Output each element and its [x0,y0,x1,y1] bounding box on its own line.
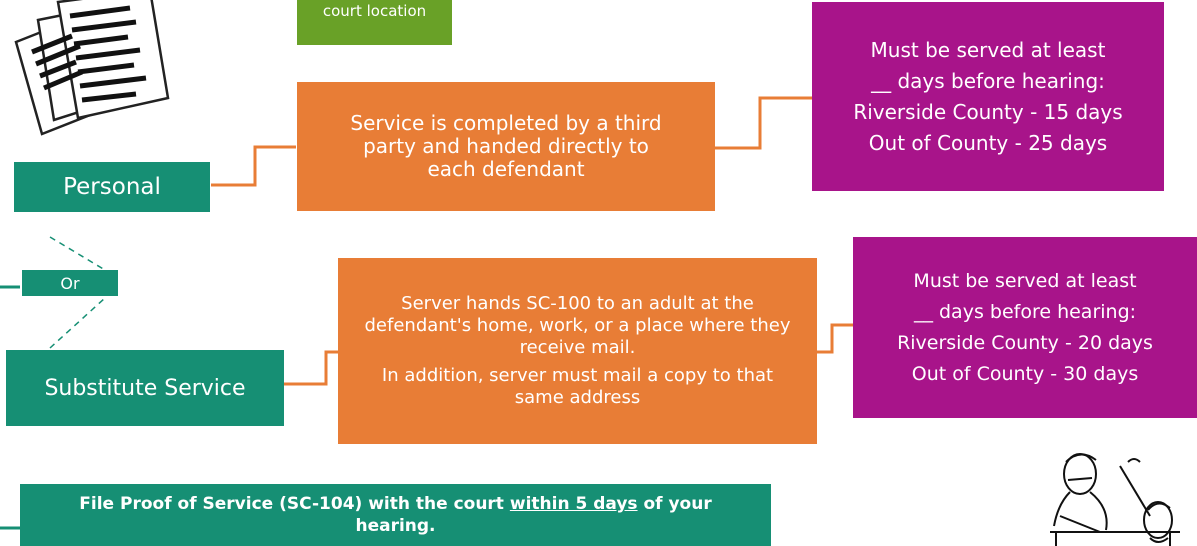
substitute-service-text-2: In addition, server must mail a copy to … [381,365,774,408]
or-label: Or [60,273,80,293]
proof-of-service-box: File Proof of Service (SC-104) with the … [20,484,771,546]
personal-deadline-line-3: Riverside County - 15 days [853,99,1123,124]
court-location-text: court location [322,2,427,20]
substitute-service-label: Substitute Service [44,375,246,401]
court-location-box: court location [297,0,452,45]
substitute-service-description-box: Server hands SC-100 to an adult at the d… [338,258,817,444]
personal-service-box: Service is completed by a third party an… [297,82,715,211]
proof-text-underlined: within 5 days [509,494,638,514]
substitute-deadline-line-1: Must be served at least [913,269,1137,292]
personal-deadline-box: Must be served at least __ days before h… [812,2,1164,191]
proof-text-after: of your hearing. [355,494,712,536]
substitute-service-text-1: Server hands SC-100 to an adult at the d… [364,293,791,358]
substitute-deadline-box: Must be served at least __ days before h… [853,237,1197,418]
substitute-deadline-line-4: Out of County - 30 days [911,362,1139,385]
proof-of-service-text: File Proof of Service (SC-104) with the … [40,493,751,537]
connector-service-to-deadline [715,96,812,150]
connector-personal-to-service [211,145,296,187]
dashed-line-upper [49,236,106,271]
personal-deadline-line-4: Out of County - 25 days [868,130,1108,155]
substitute-service-box: Substitute Service [6,350,284,426]
personal-label: Personal [63,174,161,200]
dashed-line-lower [49,297,106,349]
person-writing-icon [1050,453,1180,546]
personal-box: Personal [14,162,210,212]
proof-text-before: File Proof of Service (SC-104) with the … [79,494,510,514]
connector-service2-to-deadline [817,323,853,354]
or-box: Or [22,270,118,296]
documents-icon [14,0,170,136]
personal-deadline-line-1: Must be served at least [870,37,1106,62]
substitute-deadline-line-2: __ days before hearing: [913,300,1137,323]
personal-deadline-line-2: __ days before hearing: [871,68,1105,93]
substitute-deadline-line-3: Riverside County - 20 days [897,331,1153,354]
personal-service-text: Service is completed by a third party an… [350,111,662,181]
connector-substitute-to-service [284,350,338,386]
